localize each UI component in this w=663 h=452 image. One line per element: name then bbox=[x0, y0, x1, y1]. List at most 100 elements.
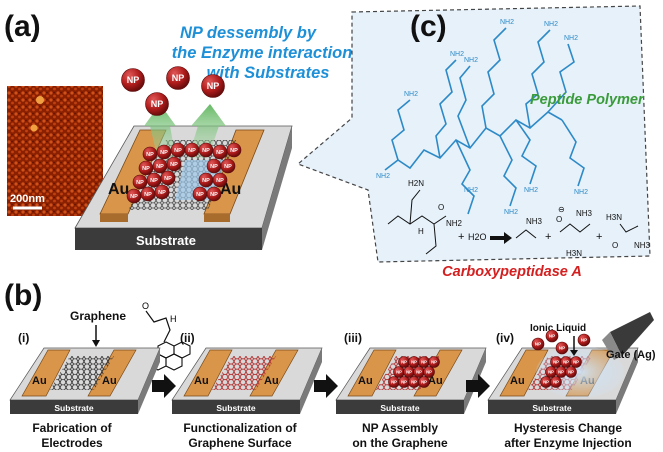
assembled-np-3: NP bbox=[170, 142, 186, 158]
np-label: NP bbox=[164, 176, 172, 182]
np-label: NP bbox=[559, 346, 565, 351]
aldehyde-o: O bbox=[142, 301, 149, 311]
np-label: NP bbox=[411, 380, 417, 385]
np-label: NP bbox=[548, 370, 554, 375]
step-number: (i) bbox=[18, 331, 29, 345]
step3-np-4: NP bbox=[428, 356, 440, 368]
substrate-label: Substrate bbox=[532, 403, 571, 413]
np-label: NP bbox=[230, 148, 238, 154]
np-label: NP bbox=[172, 73, 185, 83]
np-label: NP bbox=[207, 81, 220, 91]
step-caption-line1: NP Assembly bbox=[362, 421, 438, 435]
assembled-np-9: NP bbox=[152, 158, 168, 174]
reactant-h: H bbox=[418, 227, 424, 236]
step4-np-6: NP bbox=[565, 366, 577, 378]
np-label: NP bbox=[144, 192, 152, 198]
step4-np-2: NP bbox=[560, 356, 572, 368]
step3-np-11: NP bbox=[408, 376, 420, 388]
amine-label: NH2 bbox=[524, 187, 538, 194]
amine-label: NH2 bbox=[450, 51, 464, 58]
afm-image: 200nm bbox=[7, 86, 103, 216]
np-label: NP bbox=[563, 360, 569, 365]
np-label: NP bbox=[568, 370, 574, 375]
panel-a-title-line2: the Enzyme interaction bbox=[172, 44, 353, 62]
product3-o: O bbox=[612, 241, 618, 250]
polymer-name: Peptide Polymer bbox=[530, 92, 645, 108]
np-label: NP bbox=[158, 190, 166, 196]
substrate-label: Substrate bbox=[54, 403, 93, 413]
reaction-arrow bbox=[490, 232, 512, 244]
np-label: NP bbox=[216, 150, 224, 156]
step-arrow-1 bbox=[152, 374, 176, 398]
step-captions: Fabrication ofElectrodesFunctionalizatio… bbox=[32, 421, 631, 450]
panel-b-label: (b) bbox=[4, 279, 42, 312]
np-label: NP bbox=[174, 148, 182, 154]
product2-o: O bbox=[556, 215, 562, 224]
step4-free-np-4: NP bbox=[577, 333, 591, 347]
scale-bar-label: 200nm bbox=[10, 193, 45, 205]
assembled-np-20: NP bbox=[154, 184, 170, 200]
np-label: NP bbox=[558, 370, 564, 375]
substrate-label: Substrate bbox=[216, 403, 255, 413]
np-label: NP bbox=[543, 380, 549, 385]
np-label: NP bbox=[202, 178, 210, 184]
np-label: NP bbox=[210, 164, 218, 170]
device-a-electrode-right: Au bbox=[220, 181, 241, 198]
np-label: NP bbox=[150, 178, 158, 184]
panel-a-title-line3: with Substrates bbox=[207, 64, 330, 82]
step3-np-1: NP bbox=[398, 356, 410, 368]
np-label: NP bbox=[188, 148, 196, 154]
np-label: NP bbox=[553, 380, 559, 385]
step-caption-line2: on the Graphene bbox=[352, 436, 448, 450]
plus-2: + bbox=[545, 231, 551, 243]
reactant-o: O bbox=[438, 203, 444, 212]
np-label: NP bbox=[142, 166, 150, 172]
np-label: NP bbox=[581, 338, 587, 343]
released-np-4: NP bbox=[145, 92, 169, 116]
step3-np-12: NP bbox=[418, 376, 430, 388]
amine-label: NH2 bbox=[574, 189, 588, 196]
panel-a-title: NP dessembly by the Enzyme interaction w… bbox=[172, 24, 353, 82]
np-label: NP bbox=[170, 162, 178, 168]
peptide-polymer-structure bbox=[384, 27, 585, 215]
assembled-np-19: NP bbox=[140, 186, 156, 202]
np-label: NP bbox=[553, 360, 559, 365]
step-number: (iii) bbox=[344, 331, 362, 345]
device-a-substrate-label: Substrate bbox=[136, 233, 196, 248]
reactant-nh2-bottom: NH2 bbox=[446, 219, 463, 228]
released-np-3: NP bbox=[201, 74, 225, 98]
electrode-label: Au bbox=[510, 375, 525, 387]
np-label: NP bbox=[549, 334, 555, 339]
step4-free-np-1: NP bbox=[531, 337, 545, 351]
step-arrow-3 bbox=[466, 374, 490, 398]
water: H2O bbox=[468, 232, 487, 242]
assembled-np-11: NP bbox=[206, 158, 222, 174]
np-label: NP bbox=[406, 370, 412, 375]
assembled-np-15: NP bbox=[160, 170, 176, 186]
assembled-np-13: NP bbox=[132, 174, 148, 190]
np-label: NP bbox=[535, 342, 541, 347]
product2-nh3-side: H3N bbox=[566, 249, 582, 258]
product1-nh3: NH3 bbox=[526, 217, 543, 226]
assembled-np-16: NP bbox=[198, 172, 214, 188]
np-label: NP bbox=[391, 380, 397, 385]
assembled-np-21: NP bbox=[192, 186, 208, 202]
amine-label: NH2 bbox=[544, 21, 558, 28]
ionic-liquid-label: Ionic Liquid bbox=[530, 323, 586, 334]
np-label: NP bbox=[146, 152, 154, 158]
step3-np-9: NP bbox=[388, 376, 400, 388]
electrode-label: Au bbox=[358, 375, 373, 387]
np-label: NP bbox=[216, 178, 224, 184]
amine-label: NH2 bbox=[376, 173, 390, 180]
step4-np-7: NP bbox=[540, 376, 552, 388]
electrode-label: Au bbox=[102, 375, 117, 387]
released-np-1: NP bbox=[121, 68, 145, 92]
step4-np-1: NP bbox=[550, 356, 562, 368]
step-number: (ii) bbox=[180, 331, 195, 345]
